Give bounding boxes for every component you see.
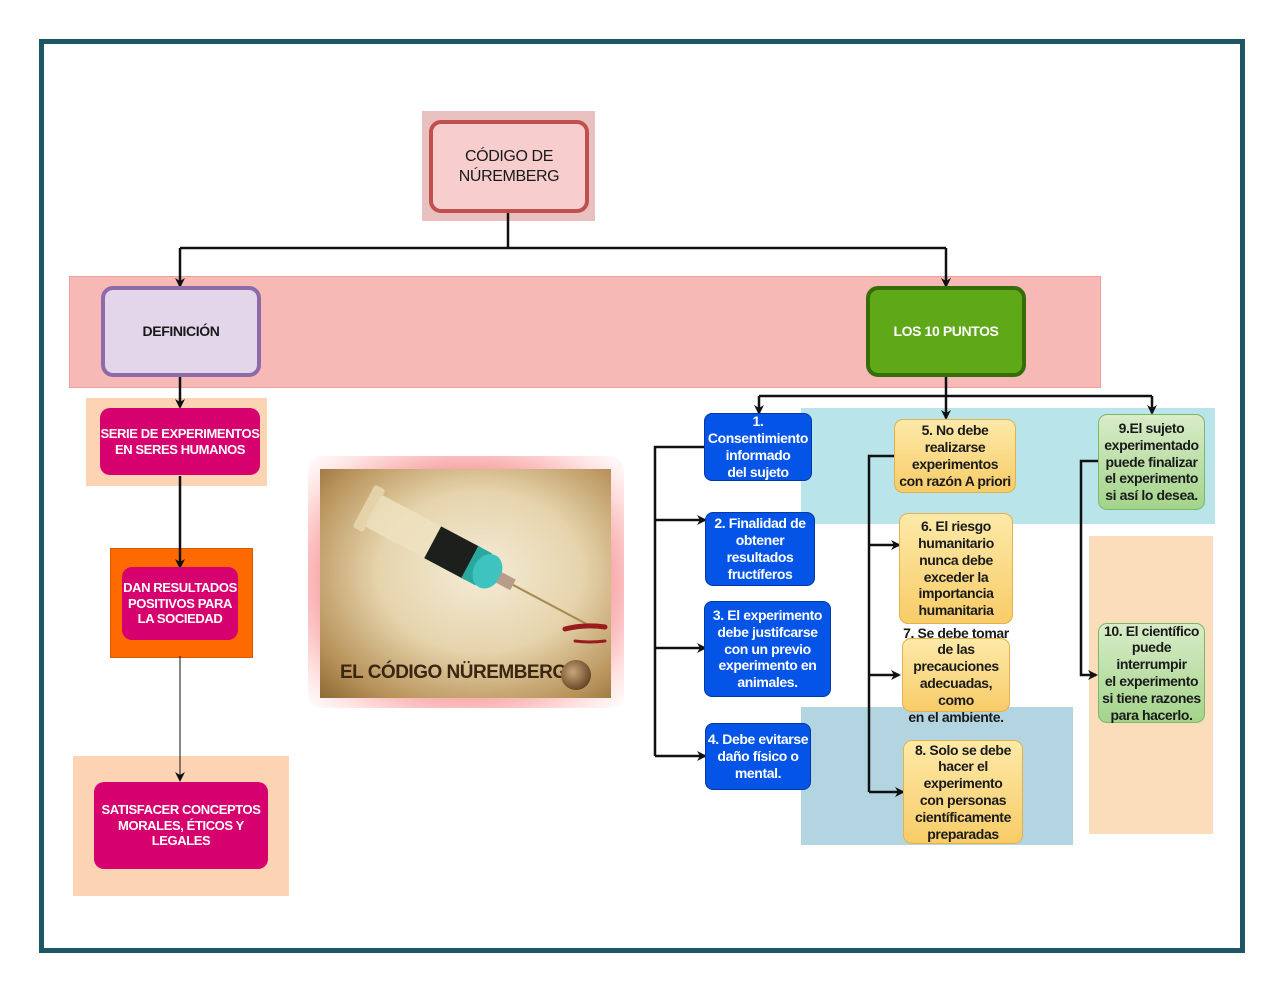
point-3[interactable]: 3. El experimento debe justifcarse con u… [704, 601, 831, 697]
nuremberg-image-frame: EL CÓDIGO NÜREMBERG [308, 456, 624, 708]
point-7[interactable]: 7. Se debe tomar de las precauciones ade… [902, 625, 1010, 725]
definition-item-3[interactable]: SATISFACER CONCEPTOS MORALES, ÉTICOS Y L… [94, 782, 268, 869]
points-label: LOS 10 PUNTOS [893, 323, 999, 340]
diagram-frame [39, 39, 1245, 953]
definition-item-1-label: SERIE DE EXPERIMENTOS EN SERES HUMANOS [100, 425, 260, 457]
point-6[interactable]: 6. El riesgo humanitario nunca debe exce… [899, 513, 1013, 624]
point-10-label: 10. El científico puede interrumpir el e… [1102, 622, 1201, 723]
point-2[interactable]: 2. Finalidad de obtener resultados fruct… [705, 512, 815, 586]
definition-item-2[interactable]: DAN RESULTADOS POSITIVOS PARA LA SOCIEDA… [122, 567, 238, 640]
point-2-label: 2. Finalidad de obtener resultados fruct… [714, 515, 806, 582]
syringe-icon [353, 485, 608, 644]
point-6-label: 6. El riesgo humanitario nunca debe exce… [918, 518, 994, 619]
points-node[interactable]: LOS 10 PUNTOS [866, 286, 1026, 377]
point-1-label: 1. Consentimiento informado del sujeto [707, 413, 809, 480]
definition-item-2-label: DAN RESULTADOS POSITIVOS PARA LA SOCIEDA… [123, 580, 237, 627]
point-1[interactable]: 1. Consentimiento informado del sujeto [704, 413, 812, 481]
brain-icon [561, 660, 591, 690]
title-node[interactable]: CÓDIGO DE NÚREMBERG [429, 120, 589, 213]
point-7-label: 7. Se debe tomar de las precauciones ade… [903, 624, 1009, 725]
point-4[interactable]: 4. Debe evitarse daño físico o mental. [705, 723, 811, 790]
image-caption: EL CÓDIGO NÜREMBERG [340, 662, 567, 683]
point-8[interactable]: 8. Solo se debe hacer el experimento con… [903, 740, 1023, 844]
point-8-label: 8. Solo se debe hacer el experimento con… [915, 741, 1011, 842]
definition-item-1[interactable]: SERIE DE EXPERIMENTOS EN SERES HUMANOS [100, 408, 260, 475]
point-5-label: 5. No debe realizarse experimentos con r… [899, 422, 1011, 489]
point-4-label: 4. Debe evitarse daño físico o mental. [707, 731, 809, 781]
title-label: CÓDIGO DE NÚREMBERG [458, 148, 560, 185]
point-9[interactable]: 9.El sujeto experimentado puede finaliza… [1098, 414, 1205, 510]
definition-label: DEFINICIÓN [142, 323, 220, 340]
definition-item-3-label: SATISFACER CONCEPTOS MORALES, ÉTICOS Y L… [101, 802, 261, 849]
point-10[interactable]: 10. El científico puede interrumpir el e… [1098, 623, 1205, 723]
point-9-label: 9.El sujeto experimentado puede finaliza… [1104, 420, 1199, 504]
point-5[interactable]: 5. No debe realizarse experimentos con r… [894, 419, 1016, 493]
point-3-label: 3. El experimento debe justifcarse con u… [712, 607, 823, 691]
definition-node[interactable]: DEFINICIÓN [101, 286, 261, 377]
nuremberg-image: EL CÓDIGO NÜREMBERG [320, 469, 611, 698]
